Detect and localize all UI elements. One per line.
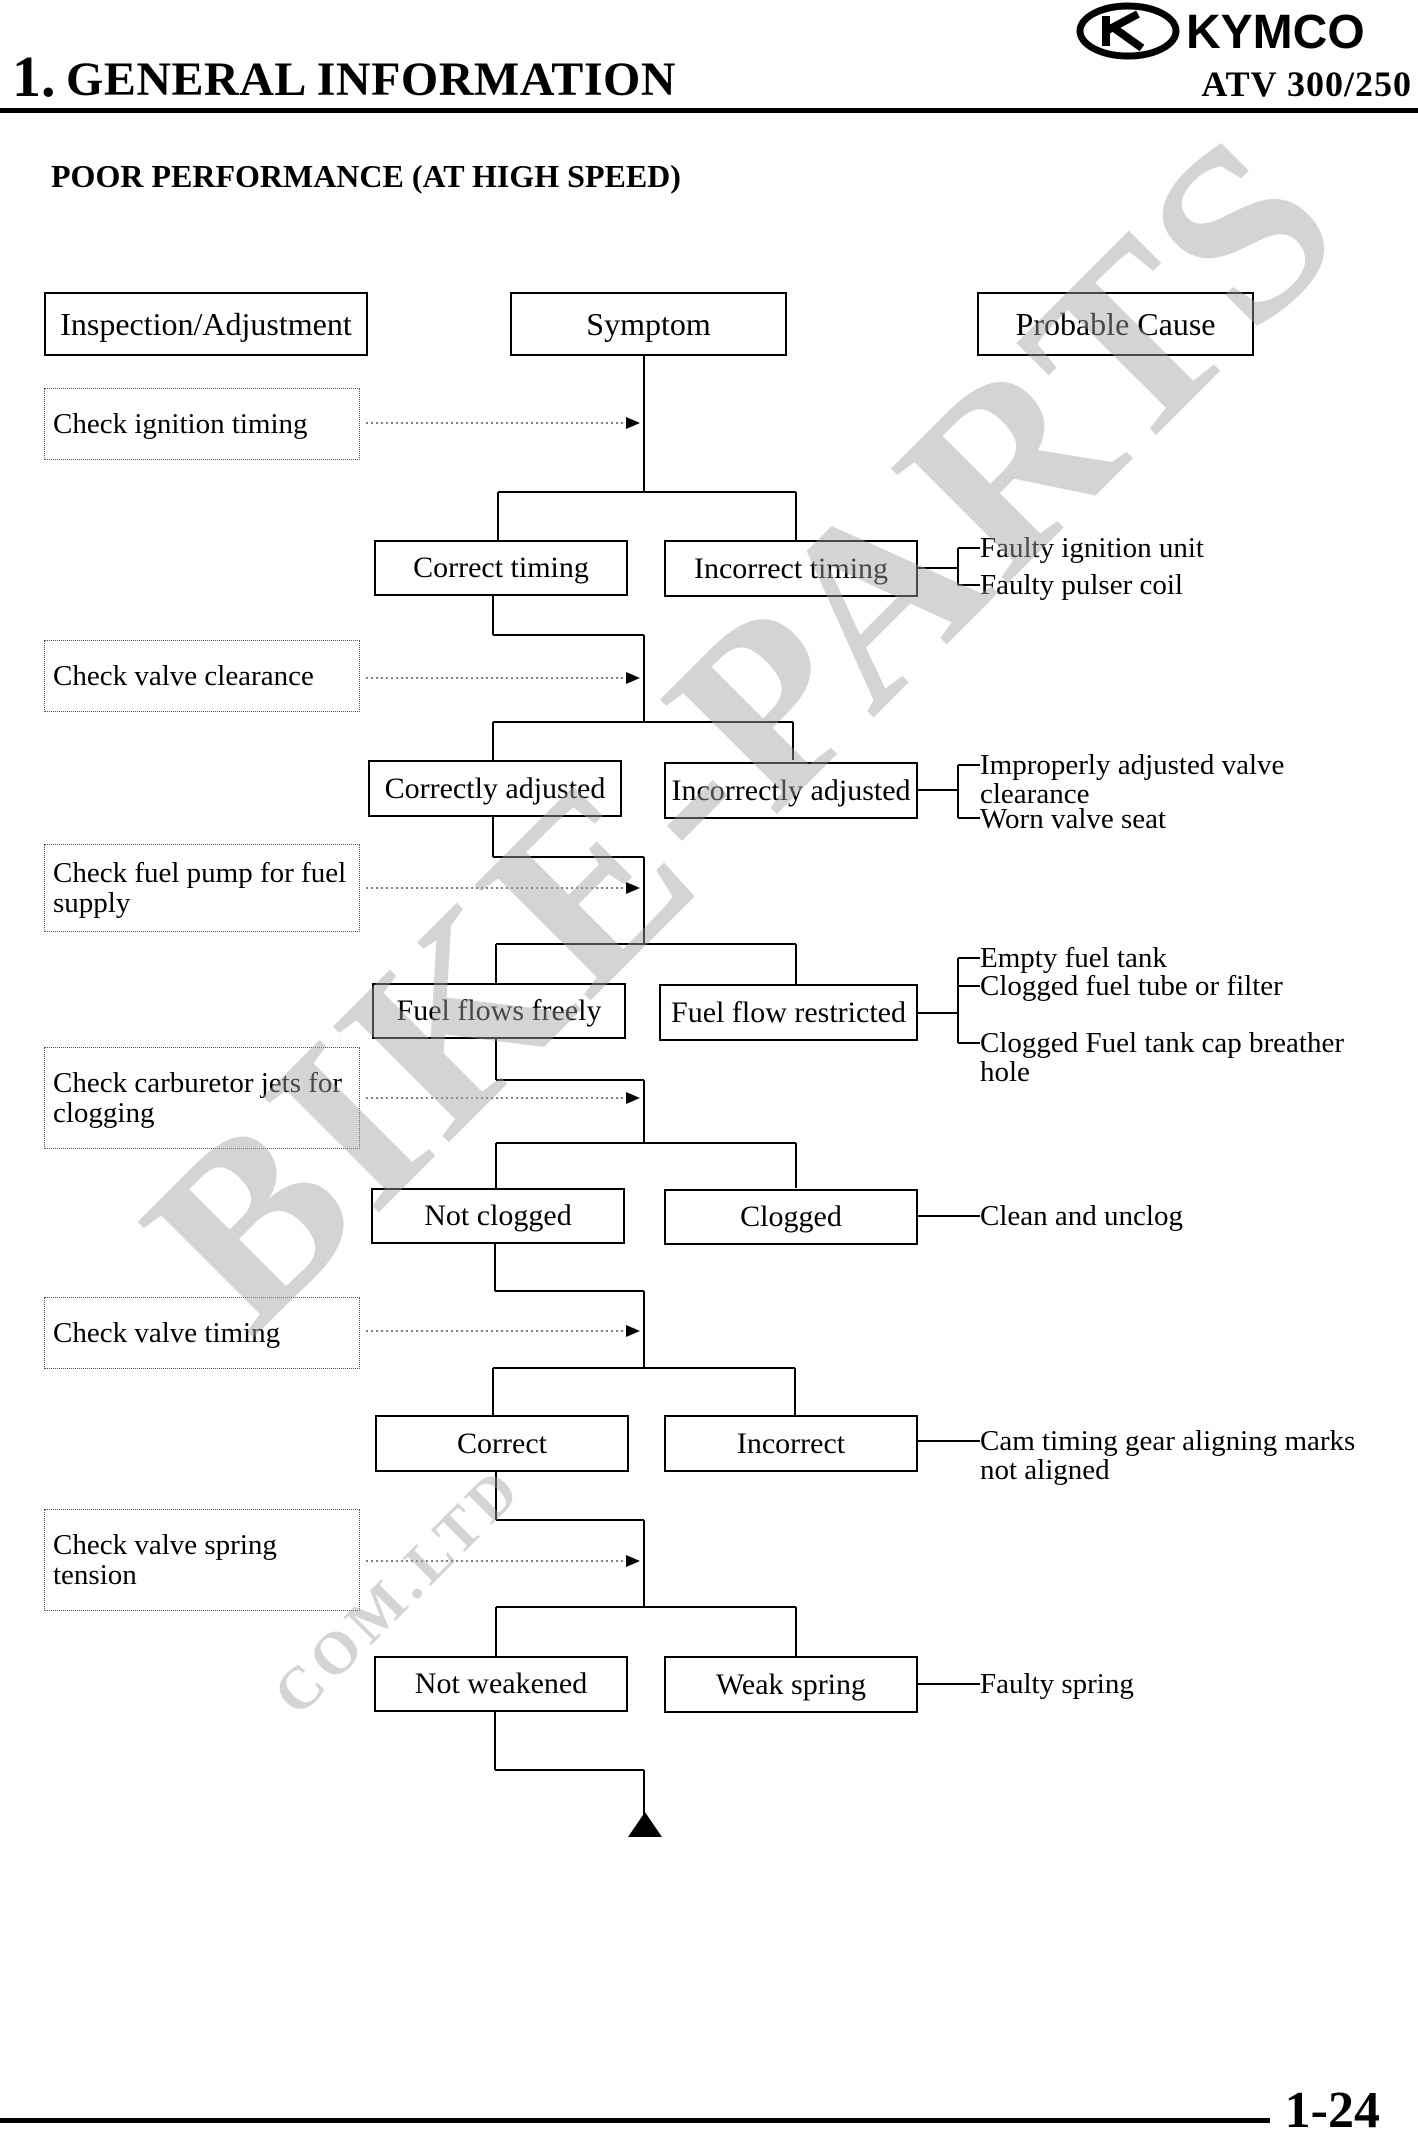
chapter-number: 1. — [12, 44, 56, 109]
header-inspection: Inspection/Adjustment — [44, 292, 368, 356]
cause-worn-valve-seat: Worn valve seat — [980, 803, 1167, 835]
inspection-valve-timing: Check valve timing — [44, 1297, 360, 1369]
cause-improperly-adjusted-valve-clearance: Improperly adjusted valve clearance — [980, 749, 1285, 810]
symptom-weak-spring: Weak spring — [664, 1656, 918, 1713]
symptom-incorrect: Incorrect — [664, 1415, 918, 1472]
section-title: POOR PERFORMANCE (AT HIGH SPEED) — [51, 158, 681, 194]
inspection-ignition-timing: Check ignition timing — [44, 388, 360, 460]
cause-clean-and-unclog: Clean and unclog — [980, 1200, 1183, 1232]
kymco-logo: KYMCO — [1076, 2, 1365, 60]
symptom-not-clogged: Not clogged — [371, 1188, 625, 1244]
inspection-fuel-pump: Check fuel pump for fuel supply — [44, 844, 360, 932]
symptom-fuel-flows-freely: Fuel flows freely — [372, 983, 626, 1039]
header-probable-cause: Probable Cause — [977, 292, 1254, 356]
symptom-fuel-flow-restricted: Fuel flow restricted — [659, 984, 918, 1041]
symptom-clogged: Clogged — [664, 1189, 918, 1245]
cause-cam-timing-marks: Cam timing gear aligning marks not align… — [980, 1425, 1356, 1486]
inspection-carburetor-jets: Check carburetor jets for clogging — [44, 1047, 360, 1149]
cause-empty-fuel-tank: Empty fuel tank — [980, 942, 1167, 974]
cause-faulty-pulser-coil: Faulty pulser coil — [980, 569, 1183, 601]
header-symptom: Symptom — [510, 292, 787, 356]
cause-clogged-fuel-tube: Clogged fuel tube or filter — [980, 970, 1283, 1002]
footer-rule — [0, 2118, 1270, 2123]
symptom-incorrectly-adjusted: Incorrectly adjusted — [664, 762, 918, 819]
symptom-correct-timing: Correct timing — [374, 540, 628, 596]
model-name: ATV 300/250 — [1201, 64, 1412, 104]
symptom-correct: Correct — [375, 1415, 629, 1472]
symptom-correctly-adjusted: Correctly adjusted — [368, 760, 622, 817]
header-rule — [0, 108, 1418, 113]
chapter-title: GENERAL INFORMATION — [66, 53, 676, 106]
brand-text: KYMCO — [1186, 6, 1365, 59]
cause-clogged-breather-hole: Clogged Fuel tank cap breather hole — [980, 1027, 1344, 1088]
page-number: 1-24 — [1284, 2082, 1380, 2139]
cause-faulty-spring: Faulty spring — [980, 1668, 1134, 1700]
inspection-valve-spring: Check valve spring tension — [44, 1509, 360, 1611]
symptom-not-weakened: Not weakened — [374, 1656, 628, 1712]
symptom-incorrect-timing: Incorrect timing — [664, 540, 918, 597]
cause-faulty-ignition-unit: Faulty ignition unit — [980, 532, 1204, 564]
inspection-valve-clearance: Check valve clearance — [44, 640, 360, 712]
